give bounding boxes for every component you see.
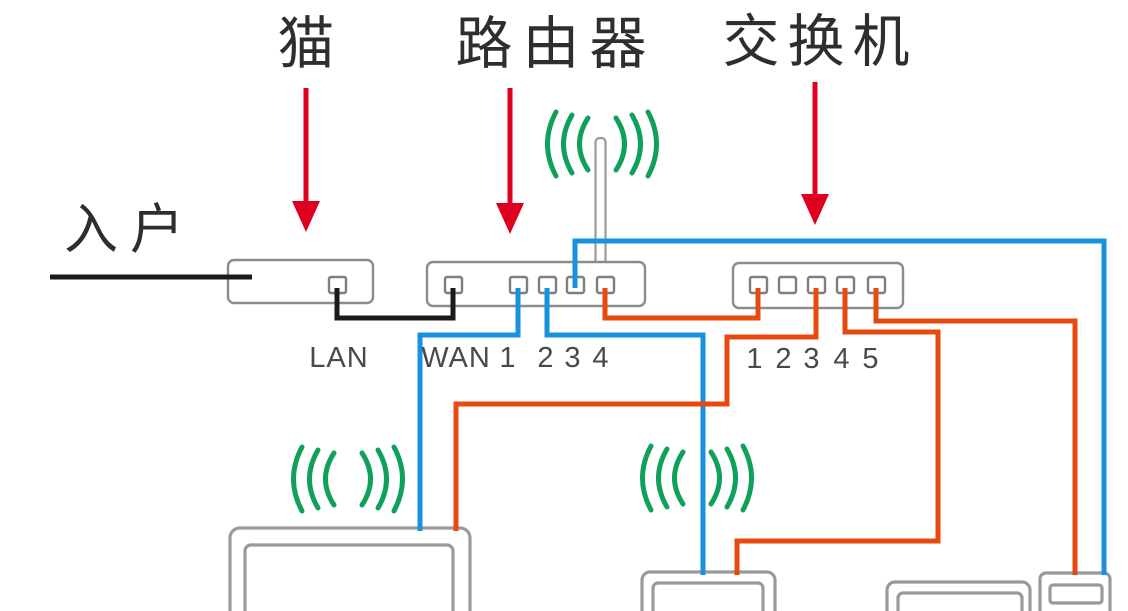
switch-pointer-arrow-icon	[801, 82, 829, 225]
cable-router2-to-middle-pc	[544, 288, 706, 575]
cable-router4-to-switch1	[602, 288, 761, 321]
modem-pointer-arrow-icon	[292, 88, 320, 232]
switch-port-label-4: 4	[833, 343, 851, 375]
computer-middle	[640, 570, 777, 611]
cable-switch3-to-tv	[453, 288, 819, 531]
router-port-label-1: 1	[499, 342, 517, 374]
cable-switch5-to-far-right-device	[873, 288, 1078, 575]
router-wan-label: WAN	[421, 342, 491, 374]
router-antenna	[594, 136, 607, 270]
cable-router1-to-tv	[417, 288, 521, 531]
router-box	[425, 260, 647, 308]
small-device-far-right	[1038, 571, 1112, 611]
cable-modem-to-router	[334, 288, 456, 321]
router-pointer-arrow-icon	[496, 88, 524, 234]
router-port-label-2: 2	[537, 342, 555, 374]
computer-right	[885, 580, 1032, 611]
switch-port-label-5: 5	[862, 343, 880, 375]
router-port-label-4: 4	[592, 342, 610, 374]
incoming-label: 入户	[64, 200, 196, 260]
cable-switch4-to-middle-pc	[734, 288, 941, 575]
router-label: 路由器	[455, 13, 657, 76]
switch-port-label-2: 2	[775, 343, 793, 375]
wifi-icon-tv	[294, 447, 403, 511]
switch-port-2	[777, 275, 798, 295]
switch-port-label-3: 3	[803, 343, 821, 375]
modem-lan-label: LAN	[309, 342, 369, 374]
tv-monitor	[228, 526, 472, 611]
modem-box	[226, 258, 375, 305]
wifi-icon-middle	[643, 446, 752, 510]
cable-router3-to-far-right-device	[572, 238, 1107, 575]
switch-label: 交换机	[722, 11, 918, 74]
switch-port-label-1: 1	[746, 343, 764, 375]
router-port-label-3: 3	[564, 342, 582, 374]
modem-label: 猫	[277, 13, 335, 76]
